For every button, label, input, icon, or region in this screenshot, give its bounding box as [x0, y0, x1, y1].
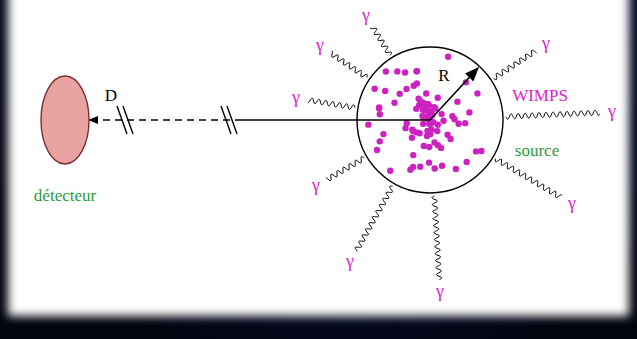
- gamma-label: γ: [362, 6, 370, 26]
- wimp-dot: [422, 102, 428, 108]
- wimp-dot: [473, 148, 479, 154]
- wimp-dot: [417, 98, 423, 104]
- gamma-label: γ: [436, 282, 444, 302]
- gamma-label: γ: [542, 34, 550, 54]
- wimp-dot: [414, 68, 420, 74]
- wimp-dots: [365, 54, 484, 174]
- wimp-dot: [380, 131, 386, 137]
- gamma-label: γ: [292, 88, 300, 108]
- wimp-dot: [413, 68, 419, 74]
- wimp-dot: [420, 121, 426, 127]
- wimp-dot: [377, 111, 383, 117]
- wimp-dot: [474, 90, 480, 96]
- wimp-dot: [421, 143, 427, 149]
- wimp-dot: [402, 69, 408, 75]
- wimp-dot: [463, 159, 469, 165]
- gamma-label: γ: [316, 36, 324, 56]
- photon-wave: [326, 157, 364, 181]
- wimp-dot: [376, 104, 382, 110]
- photon-wave: [355, 186, 393, 251]
- wimp-dot: [466, 109, 472, 115]
- source-circle: source: [356, 46, 504, 194]
- wimp-dot: [365, 121, 371, 127]
- node-label: détecteur: [34, 187, 96, 206]
- wimp-dot: [403, 86, 409, 92]
- node-label: source: [515, 142, 559, 161]
- wimp-dot: [435, 95, 441, 101]
- wimp-dot: [410, 164, 416, 170]
- gamma-label: γ: [346, 252, 354, 272]
- wimp-dot: [409, 134, 415, 140]
- wimp-dot: [383, 68, 389, 74]
- wimp-dot: [431, 139, 437, 145]
- photon-wave: [494, 50, 537, 79]
- distance-label: D: [105, 87, 117, 106]
- wimp-dot: [397, 91, 403, 97]
- photon-wave: [506, 110, 600, 119]
- radius-arrow: [430, 68, 478, 120]
- wimp-dot: [413, 106, 419, 112]
- wimp-dot: [377, 138, 383, 144]
- wimp-dot: [454, 98, 460, 104]
- wimp-dot: [431, 165, 437, 171]
- wimp-dot: [426, 159, 432, 165]
- wimp-dot: [447, 136, 453, 142]
- detector-ellipse: détecteur: [40, 75, 90, 165]
- wimp-dot: [417, 163, 423, 169]
- wimp-dot: [419, 113, 425, 119]
- gamma-label: γ: [608, 102, 616, 122]
- wimp-dot: [440, 118, 446, 124]
- detector-ellipse-outline: [40, 75, 90, 165]
- wimp-dot: [374, 147, 380, 153]
- photon-wave: [432, 196, 442, 280]
- photon-wave: [370, 28, 391, 56]
- photon-wave: [308, 98, 355, 109]
- radius-label: R: [438, 67, 449, 86]
- wimp-dot: [410, 128, 416, 134]
- wimp-dot: [445, 54, 451, 60]
- wimp-dot: [423, 90, 429, 96]
- wimp-dot: [426, 144, 432, 150]
- wimp-dot: [434, 128, 440, 134]
- wimp-dot: [387, 168, 393, 174]
- wimp-dot: [438, 111, 444, 117]
- wimp-dot: [376, 105, 382, 111]
- source-circle-outline: [356, 46, 504, 194]
- wimp-dot: [382, 88, 388, 94]
- wimp-dot: [438, 145, 444, 151]
- gamma-label: γ: [568, 194, 576, 214]
- photon-wave: [332, 51, 367, 78]
- wimp-dot: [391, 99, 397, 105]
- photon-wave: [495, 159, 562, 198]
- wimp-dot: [371, 85, 377, 91]
- wimp-dot: [414, 80, 420, 86]
- wimp-dot: [416, 130, 422, 136]
- wimp-dot: [394, 68, 400, 74]
- distance-line: [89, 119, 357, 120]
- wimp-dot: [451, 116, 457, 122]
- wimp-dot: [431, 104, 437, 110]
- wimp-dot: [404, 120, 410, 126]
- wimp-dot: [453, 166, 459, 172]
- wimp-dot: [462, 120, 468, 126]
- wimp-dot: [439, 162, 445, 168]
- wimp-dot: [410, 152, 416, 158]
- wimp-dot: [420, 114, 426, 120]
- gamma-label: γ: [312, 176, 320, 196]
- sight-line: [356, 119, 430, 120]
- wimps-label: WIMPS: [512, 87, 568, 106]
